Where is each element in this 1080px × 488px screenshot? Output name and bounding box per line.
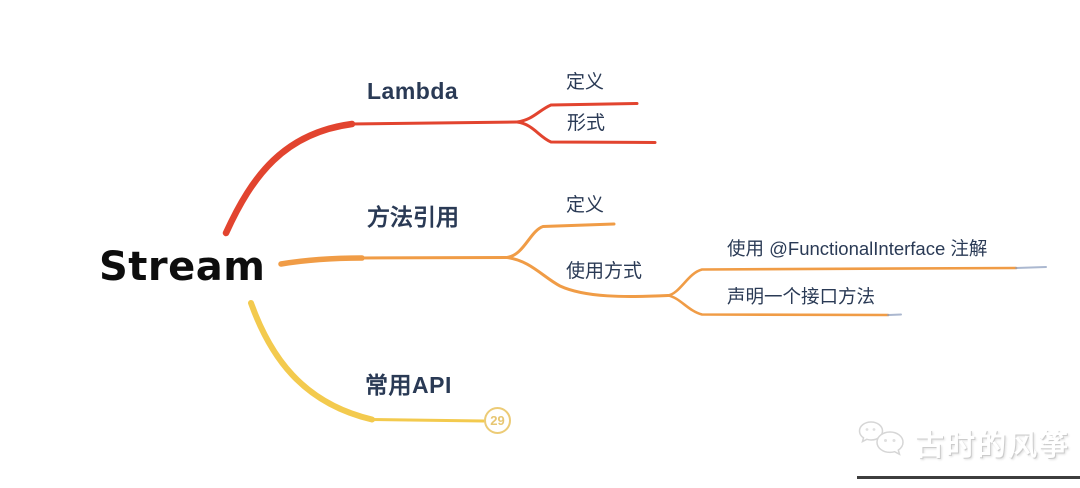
- watermark-text: 古时的风筝: [915, 429, 1071, 462]
- watermark-underline: [857, 476, 1080, 479]
- method-ref-def-underline: [505, 222, 616, 259]
- lambda-underline: [348, 120, 519, 126]
- node-lambda[interactable]: Lambda: [367, 78, 459, 104]
- declare-line-tip: [887, 313, 902, 316]
- watermark: 古时的风筝: [857, 420, 1080, 465]
- common-api-underline: [368, 418, 485, 423]
- lambda-def-underline: [515, 102, 639, 124]
- line-tips: [887, 266, 1047, 316]
- lambda-trunk-curve: [222, 120, 356, 237]
- annotation-line-tip: [1015, 266, 1047, 269]
- usage-declare-underline: [666, 294, 890, 317]
- node-method-reference[interactable]: 方法引用: [367, 204, 459, 230]
- collapsed-count-value: 29: [490, 413, 505, 428]
- node-lambda-definition[interactable]: 定义: [566, 72, 605, 93]
- lambda-form-underline: [515, 120, 657, 144]
- node-declare-interface-method[interactable]: 声明一个接口方法: [727, 286, 876, 307]
- method-ref-usage-curve: [505, 256, 670, 298]
- lambda-branch-lines: [222, 102, 657, 237]
- common-api-trunk-curve: [248, 300, 375, 423]
- root-node-stream[interactable]: Stream: [99, 244, 266, 290]
- small-bubble: [858, 421, 884, 443]
- node-common-api[interactable]: 常用API: [365, 372, 452, 398]
- node-lambda-form[interactable]: 形式: [567, 113, 606, 134]
- node-functional-interface-annotation[interactable]: 使用 @FunctionalInterface 注解: [727, 238, 988, 259]
- method-ref-branch-lines: [278, 222, 1018, 317]
- node-method-ref-usage[interactable]: 使用方式: [566, 261, 643, 282]
- common-api-branch-lines: [248, 300, 485, 423]
- large-bubble: [876, 431, 904, 456]
- node-method-ref-definition[interactable]: 定义: [566, 195, 605, 216]
- collapsed-count-badge[interactable]: 29: [484, 407, 511, 434]
- wechat-bubbles-icon: [857, 420, 907, 465]
- usage-annotation-underline: [666, 266, 1018, 297]
- method-ref-underline: [358, 256, 509, 260]
- method-ref-trunk-curve: [278, 255, 365, 267]
